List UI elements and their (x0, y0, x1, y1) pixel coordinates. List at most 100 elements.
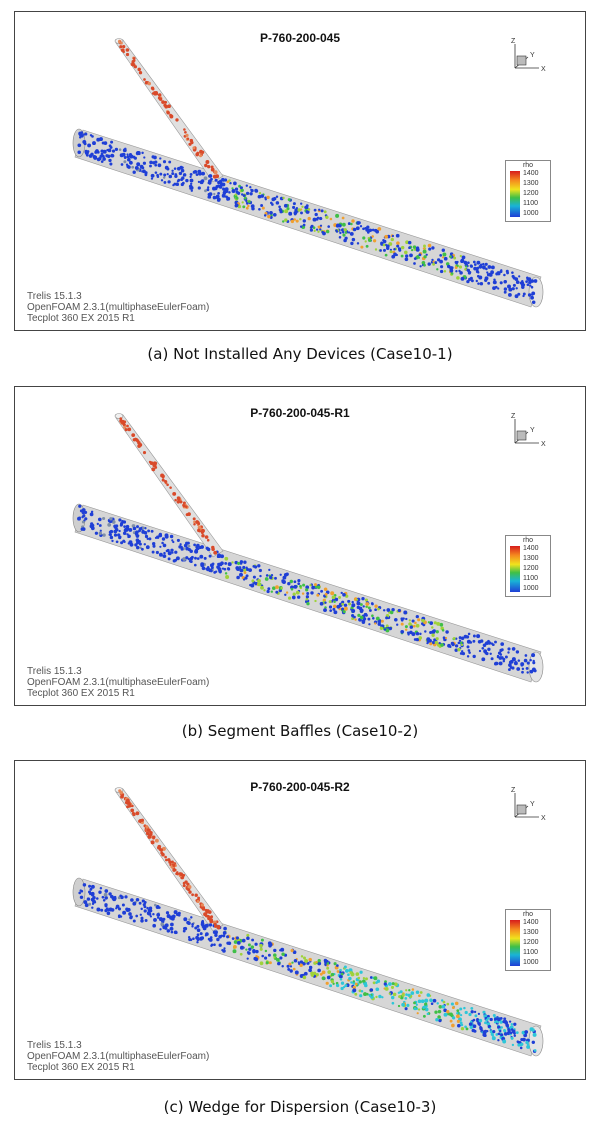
particle (424, 1007, 429, 1012)
particle (163, 173, 167, 177)
particle (523, 658, 528, 663)
particle (531, 1040, 535, 1044)
particle (330, 972, 335, 977)
particle (281, 580, 285, 584)
particle (150, 173, 155, 178)
particle (431, 246, 435, 250)
legend-tick: 1000 (523, 585, 539, 592)
particle (374, 228, 378, 233)
particle (231, 937, 235, 940)
particle (456, 1012, 459, 1015)
particle (159, 928, 162, 931)
caption-b: (b) Segment Baffles (Case10-2) (181, 722, 419, 740)
particle (169, 486, 172, 489)
particle (390, 985, 395, 989)
particle (141, 547, 144, 551)
particle (259, 943, 263, 948)
particle (400, 629, 405, 634)
particle (263, 589, 266, 592)
particle (330, 979, 335, 984)
particle (451, 1006, 455, 1010)
particle (514, 660, 517, 663)
particle (225, 575, 230, 579)
particle (131, 433, 136, 437)
particle (279, 210, 283, 214)
particle (355, 598, 359, 601)
particle (270, 590, 274, 593)
particle (388, 992, 391, 995)
particle (193, 563, 197, 567)
particle (468, 1012, 472, 1017)
particle (499, 281, 503, 285)
particle (252, 575, 256, 579)
particle (245, 191, 250, 196)
particle (486, 271, 489, 274)
particle (161, 476, 165, 479)
particle (509, 1031, 513, 1035)
particle (258, 191, 262, 195)
particle (151, 155, 155, 159)
particle (443, 269, 447, 273)
particle (404, 997, 408, 1000)
particle (301, 592, 305, 595)
particle (260, 585, 264, 590)
particle (342, 222, 346, 227)
particle (397, 247, 402, 251)
particle (121, 420, 126, 425)
particle (279, 949, 282, 952)
particle (172, 183, 175, 187)
particle (264, 949, 268, 953)
particle (196, 924, 200, 928)
particle (142, 526, 145, 530)
particle (176, 166, 181, 171)
particle (247, 951, 251, 955)
particle (526, 278, 529, 281)
particle (342, 233, 346, 237)
particle (146, 537, 149, 540)
particle (267, 587, 271, 591)
particle (88, 884, 92, 888)
particle (108, 892, 112, 896)
particle (161, 478, 165, 482)
particle (369, 976, 373, 979)
particle (128, 153, 133, 157)
particle (521, 667, 525, 671)
particle (126, 805, 130, 809)
particle (188, 890, 192, 894)
particle (375, 987, 380, 992)
particle (503, 1032, 508, 1036)
legend-tick: 1200 (523, 939, 539, 946)
pipe-render-c: Z Y X (72, 787, 546, 1057)
particle (164, 923, 169, 928)
particle (350, 241, 354, 246)
particle (129, 915, 133, 920)
particle (172, 864, 176, 867)
particle (332, 604, 337, 609)
particle (319, 217, 323, 220)
particle (302, 223, 306, 227)
particle (159, 157, 162, 160)
particle (275, 195, 279, 198)
particle (435, 1018, 439, 1022)
particle (210, 165, 214, 169)
particle (90, 522, 94, 526)
particle (478, 275, 483, 280)
particle (400, 254, 404, 258)
particle (81, 515, 84, 519)
particle (250, 945, 255, 949)
particle (196, 899, 200, 904)
particle (118, 41, 121, 44)
particle (492, 286, 496, 290)
particle (204, 535, 209, 539)
particle (461, 255, 466, 260)
particle (302, 961, 306, 966)
axis-triad: Z Y X (511, 413, 546, 448)
particle (362, 227, 365, 231)
particle (304, 958, 309, 963)
particle (503, 1017, 507, 1021)
particle (108, 144, 112, 148)
particle (187, 544, 191, 548)
particle (123, 525, 126, 528)
particle (449, 1019, 453, 1023)
particle (482, 1010, 486, 1014)
